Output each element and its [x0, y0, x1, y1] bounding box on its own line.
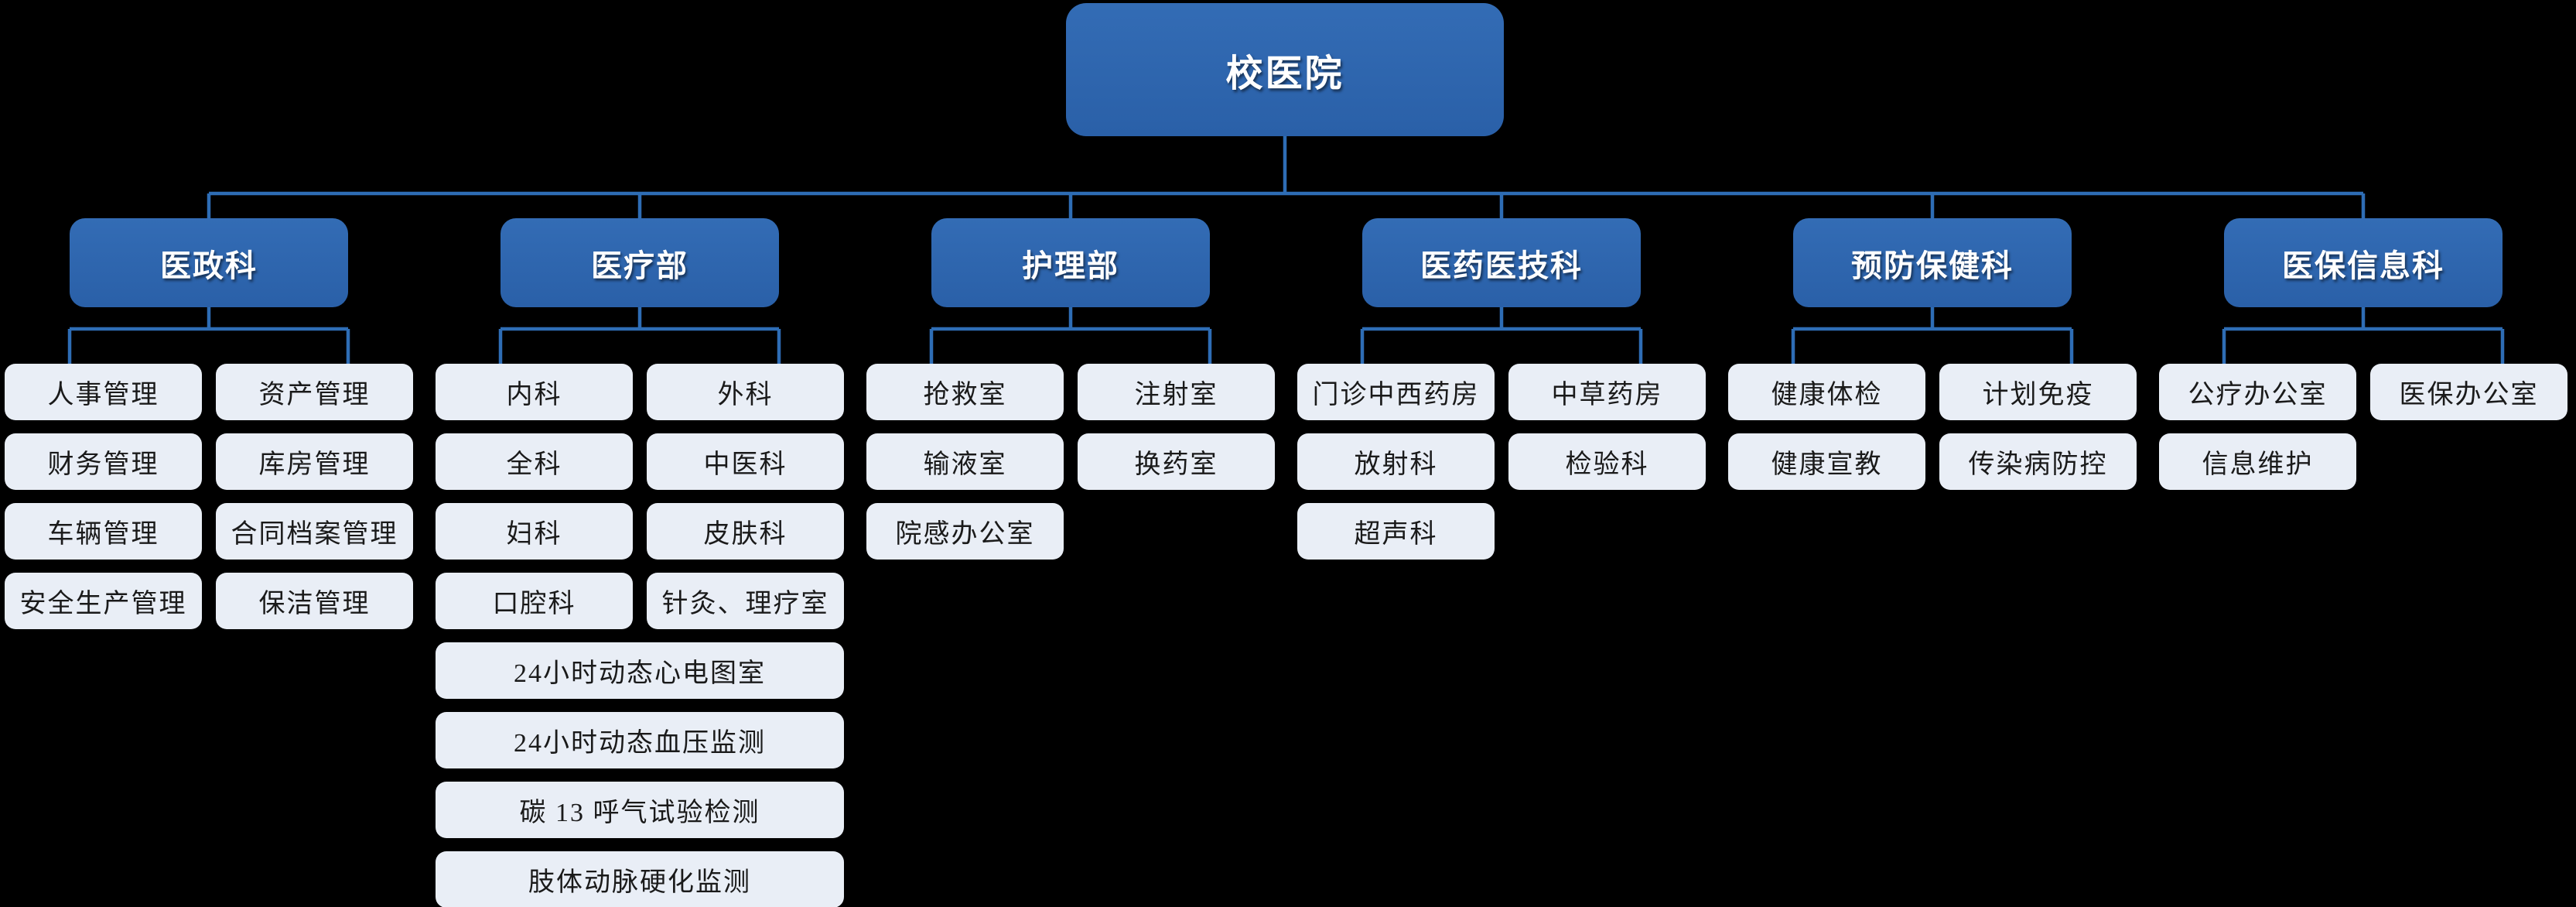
org-node-department: 护理部: [931, 218, 1210, 307]
org-node-unit: 合同档案管理: [216, 503, 413, 560]
org-node-unit: 检验科: [1508, 433, 1706, 490]
org-node-root: 校医院: [1066, 3, 1504, 136]
org-node-unit: 库房管理: [216, 433, 413, 490]
org-node-unit: 输液室: [866, 433, 1064, 490]
org-node-unit: 内科: [436, 364, 633, 420]
org-node-unit: 计划免疫: [1939, 364, 2137, 420]
org-node-unit: 人事管理: [5, 364, 202, 420]
org-node-unit: 公疗办公室: [2159, 364, 2356, 420]
org-node-unit: 医保办公室: [2370, 364, 2567, 420]
org-node-unit: 院感办公室: [866, 503, 1064, 560]
org-node-unit: 注射室: [1078, 364, 1275, 420]
org-node-unit: 超声科: [1297, 503, 1495, 560]
org-node-unit: 中草药房: [1508, 364, 1706, 420]
org-node-unit: 健康宣教: [1728, 433, 1925, 490]
org-node-unit: 传染病防控: [1939, 433, 2137, 490]
org-node-department: 医疗部: [501, 218, 779, 307]
org-node-unit: 肢体动脉硬化监测: [436, 851, 844, 907]
org-node-unit: 放射科: [1297, 433, 1495, 490]
org-node-unit: 资产管理: [216, 364, 413, 420]
org-node-unit: 24小时动态心电图室: [436, 642, 844, 699]
org-node-department: 医保信息科: [2224, 218, 2503, 307]
org-node-unit: 门诊中西药房: [1297, 364, 1495, 420]
org-node-unit: 皮肤科: [647, 503, 844, 560]
org-node-unit: 信息维护: [2159, 433, 2356, 490]
org-node-unit: 碳 13 呼气试验检测: [436, 782, 844, 838]
org-node-unit: 针灸、理疗室: [647, 573, 844, 629]
org-node-unit: 保洁管理: [216, 573, 413, 629]
org-node-unit: 财务管理: [5, 433, 202, 490]
org-node-unit: 车辆管理: [5, 503, 202, 560]
org-node-unit: 中医科: [647, 433, 844, 490]
org-node-unit: 口腔科: [436, 573, 633, 629]
org-node-unit: 安全生产管理: [5, 573, 202, 629]
org-node-department: 医政科: [70, 218, 348, 307]
org-node-unit: 全科: [436, 433, 633, 490]
org-node-department: 医药医技科: [1362, 218, 1641, 307]
org-node-department: 预防保健科: [1793, 218, 2072, 307]
org-node-unit: 妇科: [436, 503, 633, 560]
org-node-unit: 健康体检: [1728, 364, 1925, 420]
org-node-unit: 换药室: [1078, 433, 1275, 490]
org-node-unit: 抢救室: [866, 364, 1064, 420]
org-node-unit: 24小时动态血压监测: [436, 712, 844, 768]
org-node-unit: 外科: [647, 364, 844, 420]
